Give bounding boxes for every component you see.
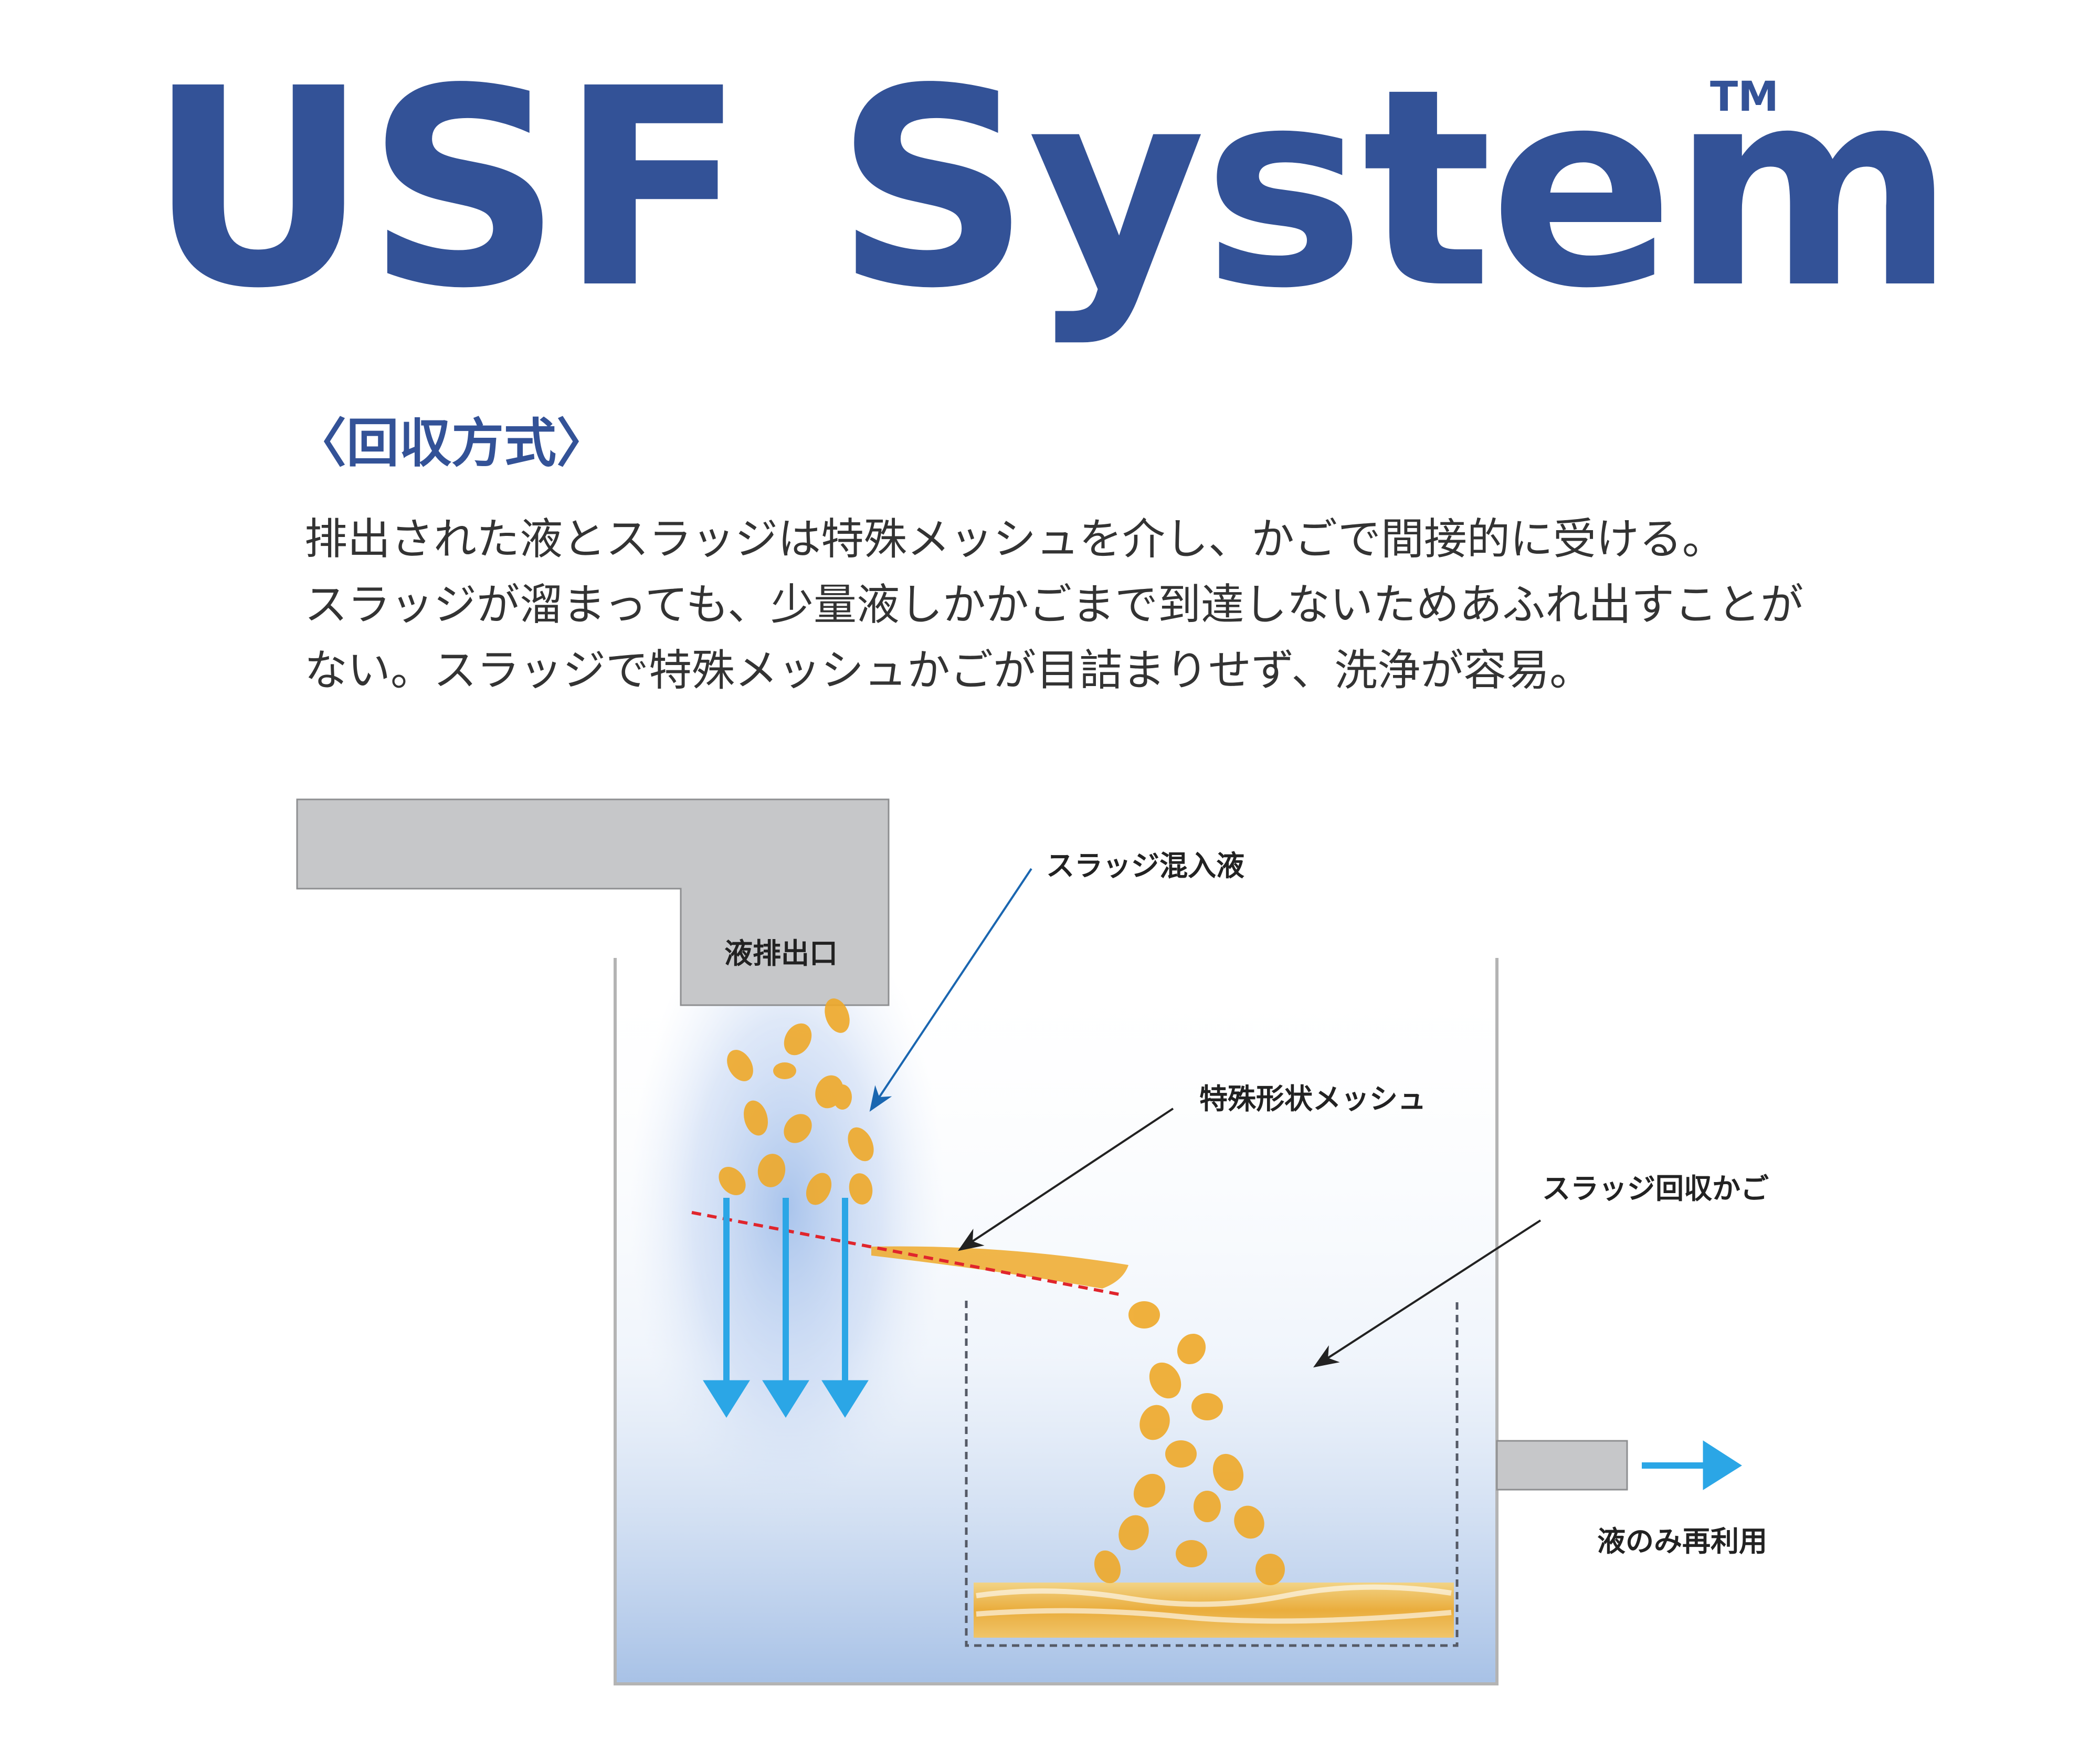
sludge-on-mesh xyxy=(871,1246,1128,1289)
side-outlet-pipe xyxy=(1496,1440,1628,1491)
trademark-symbol: TM xyxy=(1710,73,1779,121)
outlet-duct xyxy=(296,798,890,1006)
down-arrow-icon xyxy=(703,1198,750,1418)
description-line: 排出された液とスラッジは特殊メッシュを介し、かごで間接的に受ける。 xyxy=(304,514,1725,564)
special-mesh-line xyxy=(691,1211,1125,1297)
section-heading: 〈回収方式〉 xyxy=(294,413,609,474)
right-arrow-icon xyxy=(1642,1440,1742,1490)
label-sludge-liquid: スラッジ混入液 xyxy=(1046,849,1244,882)
falling-sludge xyxy=(719,998,874,1205)
leader-sludge-liquid xyxy=(869,868,1032,1112)
sludge-basket xyxy=(965,1301,1459,1647)
down-arrow-icon xyxy=(762,1198,809,1418)
page-title: USF System xyxy=(147,30,1956,348)
collection-tank xyxy=(614,958,1499,1685)
description-line: ない。スラッジで特殊メッシュかごが目詰まりせず、洗浄が容易。 xyxy=(304,646,1593,695)
description-line: スラッジが溜まっても、少量液しかかごまで到達しないためあふれ出すことが xyxy=(304,580,1804,630)
down-arrow-icon xyxy=(821,1198,869,1418)
leader-basket xyxy=(1313,1219,1542,1368)
sludge-into-basket xyxy=(1094,1301,1285,1585)
description: 排出された液とスラッジは特殊メッシュを介し、かごで間接的に受ける。 スラッジが溜… xyxy=(304,507,1879,703)
sludge-pile-texture xyxy=(976,1584,1452,1624)
sludge-pile xyxy=(974,1583,1454,1638)
leader-mesh xyxy=(957,1108,1174,1251)
label-basket: スラッジ回収かご xyxy=(1542,1172,1769,1205)
label-outlet: 液排出口 xyxy=(724,937,838,970)
label-reuse: 液のみ再利用 xyxy=(1597,1525,1767,1558)
label-mesh: 特殊形状メッシュ xyxy=(1199,1082,1426,1115)
